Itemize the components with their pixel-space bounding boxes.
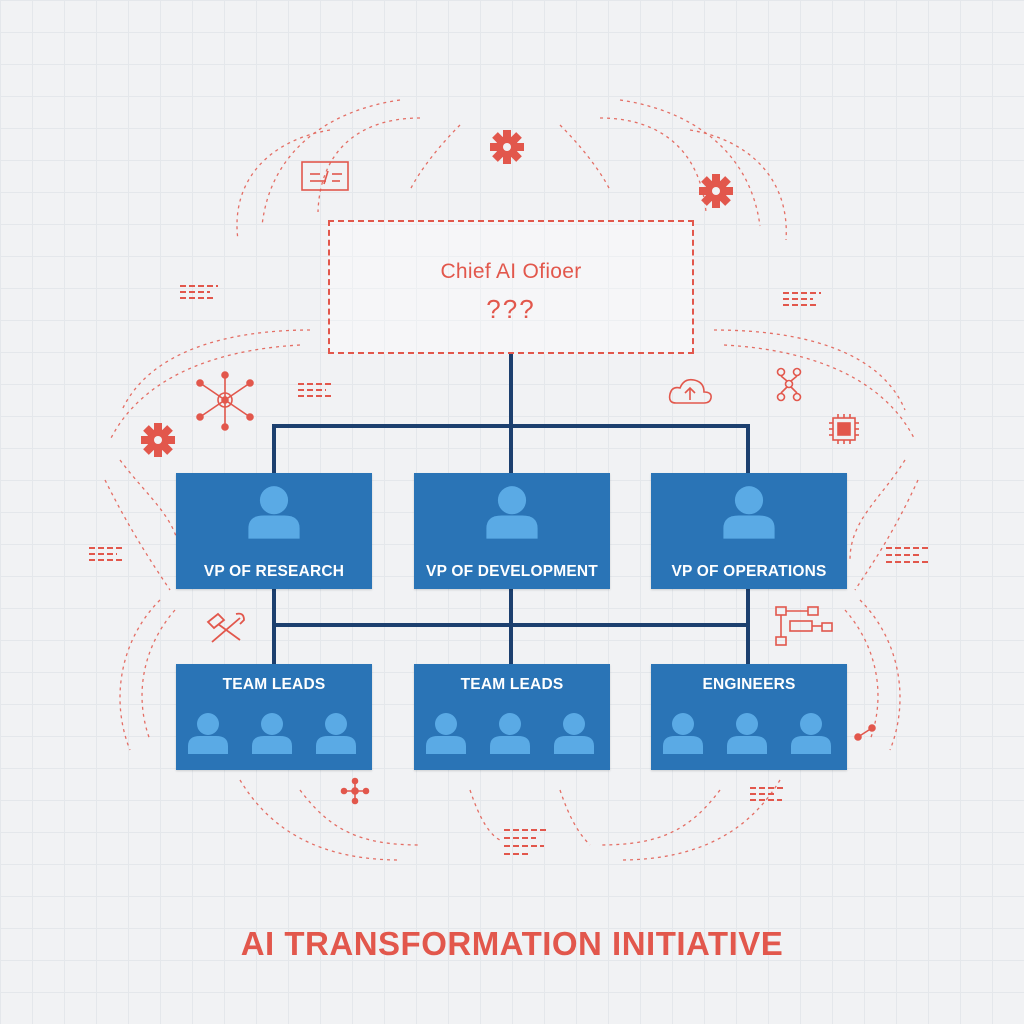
org-connectors	[272, 354, 750, 664]
vp-research-box: VP OF RESEARCH	[176, 473, 372, 589]
engineers-label: ENGINEERS	[702, 676, 796, 693]
network-node-icon	[340, 777, 370, 805]
people-group-icon	[426, 713, 594, 754]
team-leads-development-box: TEAM LEADS	[414, 664, 610, 770]
vp-research-label: VP OF RESEARCH	[203, 563, 345, 580]
dotted-flow-arcs	[104, 99, 919, 861]
text-lines-icon	[180, 285, 218, 299]
vp-development-label: VP OF DEVELOPMENT	[426, 563, 598, 580]
cloud-upload-icon	[668, 378, 712, 404]
vp-development-box: VP OF DEVELOPMENT	[414, 473, 610, 589]
engineers-box: ENGINEERS	[651, 664, 847, 770]
text-lines-icon	[89, 547, 125, 561]
tools-icon	[206, 612, 245, 643]
chip-icon	[829, 414, 859, 444]
vp-operations-label: VP OF OPERATIONS	[671, 563, 827, 580]
text-lines-icon	[750, 787, 784, 801]
chief-ai-officer-title: Chief AI Ofioer	[440, 260, 582, 283]
footer-title: AI TRANSFORMATION INITIATIVE	[240, 925, 784, 962]
team-leads-label: TEAM LEADS	[222, 676, 326, 693]
people-group-icon	[663, 713, 831, 754]
team-leads-label: TEAM LEADS	[460, 676, 564, 693]
vp-operations-box: VP OF OPERATIONS	[651, 473, 847, 589]
network-node-icon	[854, 724, 876, 741]
text-lines-icon	[504, 829, 546, 855]
text-lines-icon	[886, 547, 930, 563]
text-lines-icon	[298, 383, 334, 397]
people-group-icon	[188, 713, 356, 754]
code-window-icon	[301, 161, 349, 191]
person-icon	[248, 486, 300, 539]
person-icon	[723, 486, 775, 539]
person-icon	[486, 486, 538, 539]
network-node-icon	[196, 371, 254, 431]
question-marks: ???	[486, 294, 536, 324]
circuit-icon	[776, 367, 802, 402]
text-lines-icon	[783, 292, 821, 306]
flowchart-icon	[775, 606, 833, 646]
team-leads-research-box: TEAM LEADS	[176, 664, 372, 770]
chief-ai-officer-box: Chief AI Ofioer ???	[328, 220, 694, 354]
